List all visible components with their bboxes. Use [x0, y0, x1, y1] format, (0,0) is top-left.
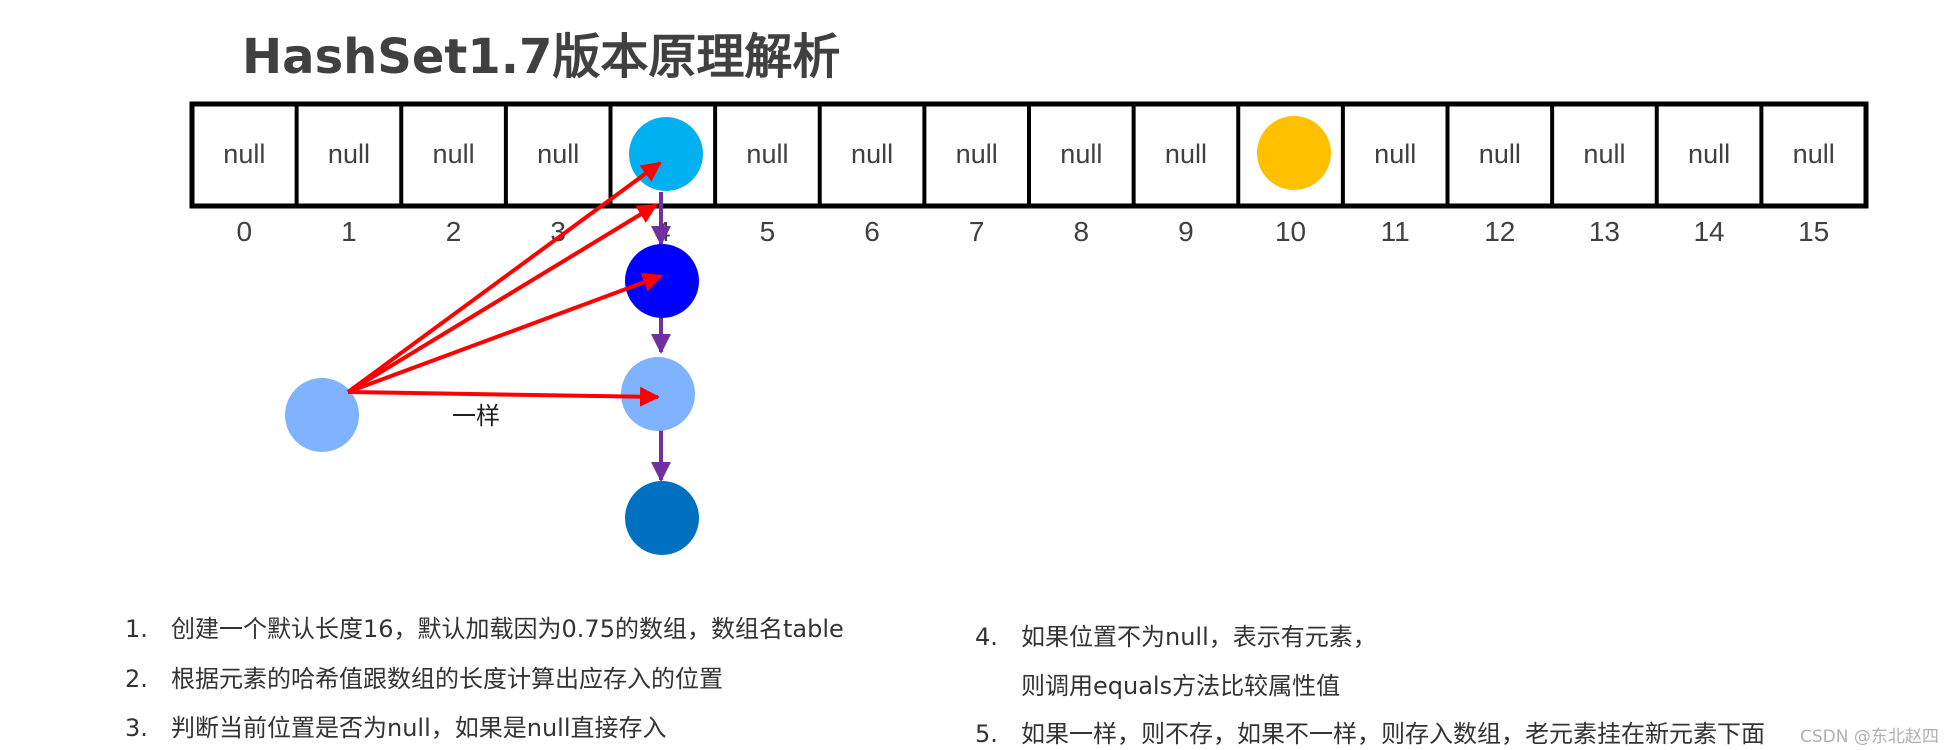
note-4-number: 4. [975, 623, 998, 651]
note-3: 3. 判断当前位置是否为null，如果是null直接存入 [125, 716, 667, 740]
table-index-7: 7 [969, 216, 985, 247]
table-cell-15: null [1793, 139, 1835, 169]
hash-table: null null null null null null null null null null… [189, 101, 1869, 209]
table-index-15: 15 [1798, 216, 1829, 247]
compare-arrow-1 [346, 161, 662, 394]
table-cell-2: null [433, 139, 475, 169]
table-cell-12: null [1479, 139, 1521, 169]
table-cell-14: null [1688, 139, 1730, 169]
table-index-13: 13 [1589, 216, 1620, 247]
table-index-8: 8 [1074, 216, 1090, 247]
table-index-11: 11 [1381, 216, 1410, 247]
chain-node-4 [625, 481, 699, 555]
diagram-title: HashSet1.7版本原理解析 [242, 29, 840, 85]
table-indices: 0123456789101112131415 [237, 216, 1830, 247]
note-1-number: 1. [125, 615, 148, 643]
table-cell-5: null [746, 139, 788, 169]
note-5-text: 如果一样，则不存，如果不一样，则存入数组，老元素挂在新元素下面 [1021, 720, 1765, 748]
table-index-12: 12 [1484, 216, 1515, 247]
watermark: CSDN @东北赵四 [1800, 727, 1939, 747]
table-cell-0: null [223, 139, 265, 169]
table-index-1: 1 [341, 216, 357, 247]
note-4-text: 如果位置不为null，表示有元素， [1021, 623, 1377, 651]
note-5: 5. 如果一样，则不存，如果不一样，则存入数组，老元素挂在新元素下面 [975, 722, 1765, 746]
note-2: 2. 根据元素的哈希值跟数组的长度计算出应存入的位置 [125, 667, 723, 691]
note-2-text: 根据元素的哈希值跟数组的长度计算出应存入的位置 [171, 665, 723, 693]
table-cell-13: null [1583, 139, 1625, 169]
chain-node-3 [621, 357, 695, 431]
compare-arrow-4 [347, 386, 660, 407]
note-4-continued: 则调用equals方法比较属性值 [975, 674, 1340, 698]
compare-label: 一样 [452, 402, 500, 430]
table-cell-3: null [537, 139, 579, 169]
new-element-node [285, 378, 359, 452]
note-1-text: 创建一个默认长度16，默认加载因为0.75的数组，数组名table [171, 615, 844, 643]
table-index-0: 0 [237, 216, 253, 247]
note-3-number: 3. [125, 714, 148, 742]
note-2-number: 2. [125, 665, 148, 693]
table-index-5: 5 [760, 216, 776, 247]
table-index-9: 9 [1178, 216, 1194, 247]
table-cell-6: null [851, 139, 893, 169]
table-cell-11: null [1374, 139, 1416, 169]
table-cell-7: null [956, 139, 998, 169]
note-3-text: 判断当前位置是否为null，如果是null直接存入 [171, 714, 667, 742]
note-4: 4. 如果位置不为null，表示有元素， [975, 625, 1377, 649]
slot-10-node [1257, 116, 1331, 190]
note-1: 1. 创建一个默认长度16，默认加载因为0.75的数组，数组名table [125, 617, 844, 641]
table-index-6: 6 [864, 216, 880, 247]
table-index-14: 14 [1693, 216, 1724, 247]
note-4b-text: 则调用equals方法比较属性值 [1021, 672, 1341, 700]
compare-arrow-3 [347, 272, 663, 394]
table-index-2: 2 [446, 216, 462, 247]
note-5-number: 5. [975, 720, 998, 748]
table-cell-8: null [1060, 139, 1102, 169]
table-cell-1: null [328, 139, 370, 169]
chain-node-2 [625, 244, 699, 318]
compare-arrow-2 [346, 203, 658, 394]
table-index-10: 10 [1275, 216, 1306, 247]
table-cell-9: null [1165, 139, 1207, 169]
